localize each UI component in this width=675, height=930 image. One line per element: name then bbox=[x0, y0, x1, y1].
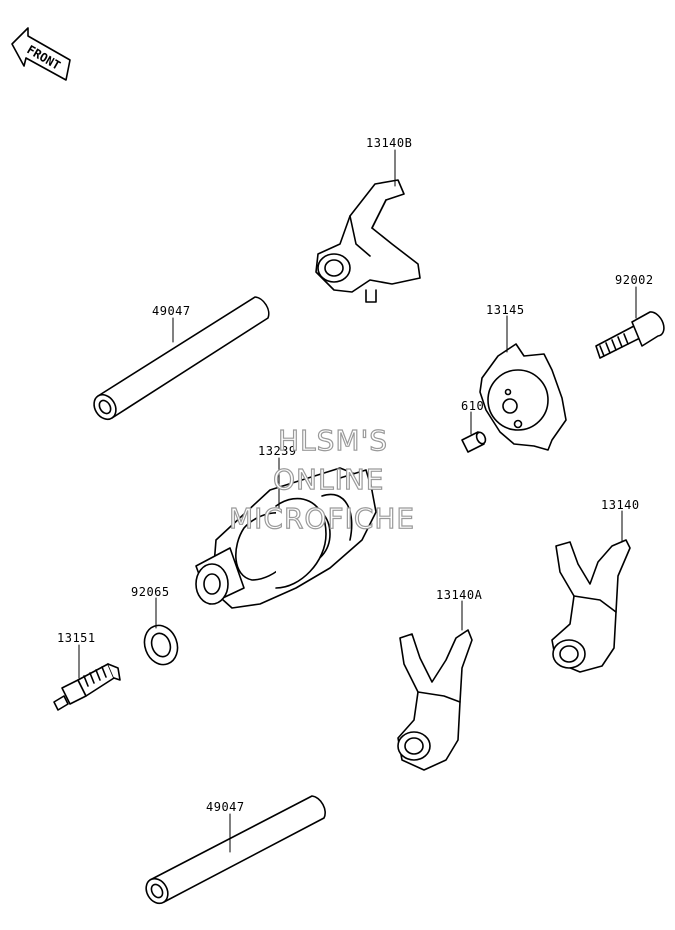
part-label-610: 610 bbox=[461, 399, 485, 413]
neutral-switch-13151-part bbox=[53, 663, 121, 711]
shift-fork-13140A-part bbox=[397, 629, 473, 771]
part-label-92002: 92002 bbox=[615, 273, 654, 287]
part-label-49047-upper: 49047 bbox=[152, 304, 191, 318]
part-label-13145: 13145 bbox=[486, 303, 525, 317]
watermark-line-1: HLSM'S bbox=[277, 424, 389, 457]
watermark-line-2: ONLINE bbox=[272, 463, 385, 496]
watermark-line-3: MICROFICHE bbox=[228, 502, 416, 535]
bolt-92002-part bbox=[595, 311, 665, 359]
part-label-49047-lower: 49047 bbox=[206, 800, 245, 814]
front-arrow-icon: FRONT bbox=[11, 27, 71, 81]
shift-fork-13140B-part bbox=[315, 179, 421, 303]
shift-rod-upper-part bbox=[93, 296, 270, 421]
part-label-13239: 13239 bbox=[258, 444, 297, 458]
part-label-13140A: 13140A bbox=[436, 588, 483, 602]
shift-drum-13239-part bbox=[195, 467, 377, 609]
part-label-92065: 92065 bbox=[131, 585, 170, 599]
part-label-13151: 13151 bbox=[57, 631, 96, 645]
shift-rod-lower-part bbox=[145, 795, 326, 905]
shift-drum-plate-13145-part bbox=[479, 343, 567, 451]
leader-lines bbox=[78, 149, 637, 853]
part-label-13140: 13140 bbox=[601, 498, 640, 512]
part-label-13140B: 13140B bbox=[366, 136, 413, 150]
shift-fork-13140-part bbox=[551, 539, 631, 673]
washer-92065-part bbox=[143, 624, 179, 666]
pin-610-part bbox=[461, 431, 487, 453]
